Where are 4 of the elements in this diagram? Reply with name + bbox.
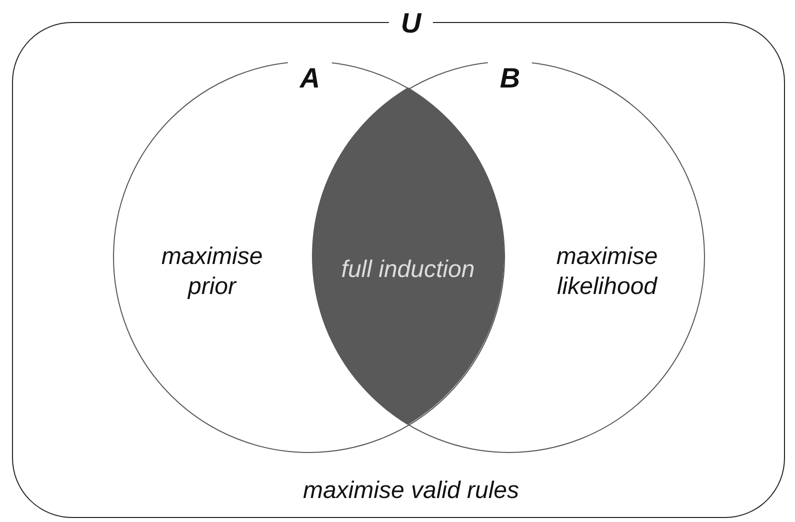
region-label: maximise prior [160, 242, 264, 302]
region-label: maximise likelihood [555, 242, 659, 302]
region-label: full induction [340, 255, 476, 285]
region-label: maximise valid rules [302, 476, 520, 506]
